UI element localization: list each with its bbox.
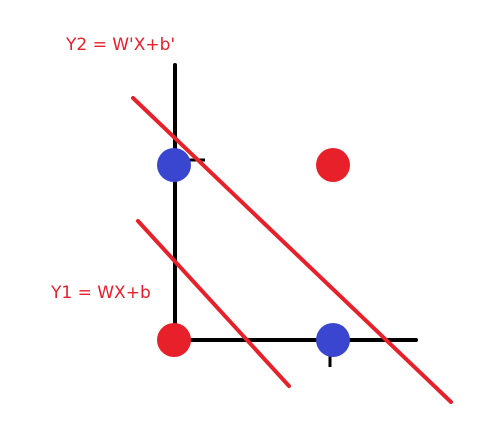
point-blue-top-left <box>157 148 191 182</box>
line-y2 <box>131 96 453 404</box>
point-red-top-right <box>316 148 350 182</box>
point-red-origin <box>157 323 191 357</box>
line-y1 <box>136 219 291 388</box>
label-y1: Y1 = WX+b <box>51 283 151 303</box>
label-y2: Y2 = W'X+b' <box>66 35 176 55</box>
point-blue-bottom-right <box>316 323 350 357</box>
